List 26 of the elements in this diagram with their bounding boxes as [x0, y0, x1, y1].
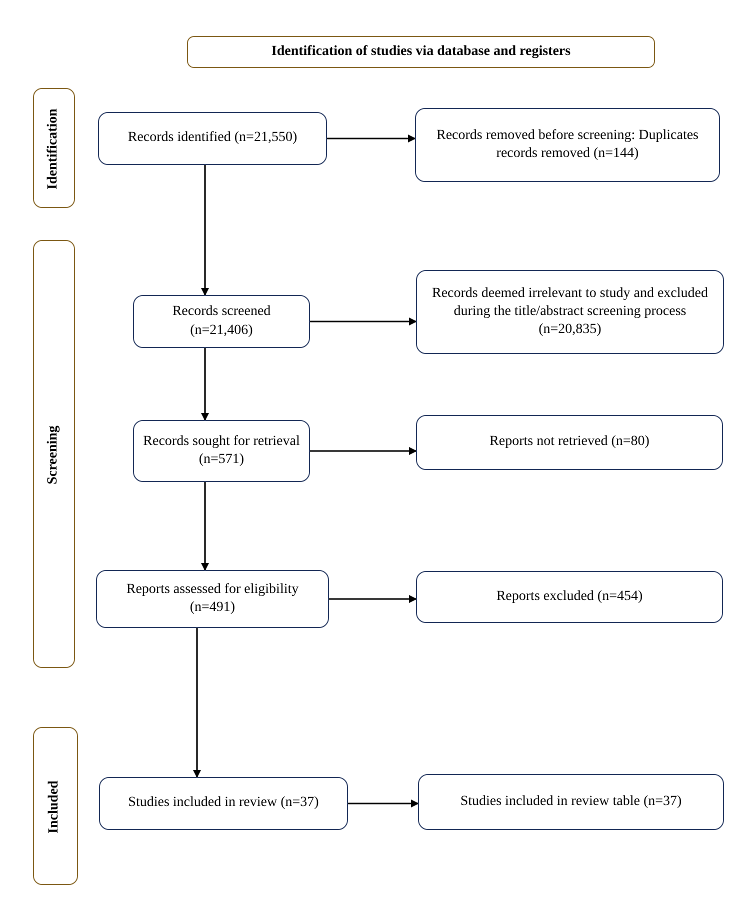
section-header-box: Identification of studies via database and registers	[187, 36, 655, 68]
process-box: Studies included in review table (n=37)	[418, 774, 724, 830]
arrow	[348, 800, 419, 808]
stage-label-band	[33, 88, 75, 208]
arrow	[201, 348, 209, 421]
process-box: Reports assessed for eligibility (n=491)	[96, 570, 329, 628]
process-box: Reports not retrieved (n=80)	[416, 415, 723, 470]
arrow	[310, 447, 417, 455]
process-box: Studies included in review (n=37)	[99, 777, 348, 830]
arrow	[327, 134, 416, 142]
process-box: Records removed before screening: Duplicates records removed (n=144)	[415, 108, 720, 182]
process-box: Reports excluded (n=454)	[416, 571, 723, 623]
process-box: Records sought for retrieval (n=571)	[133, 420, 310, 482]
arrow	[310, 318, 417, 326]
stage-label-band	[33, 727, 78, 885]
stage-label: Screening	[44, 426, 61, 484]
stage-label: Identification	[44, 108, 61, 190]
arrow	[201, 482, 209, 571]
stage-label: Included	[46, 780, 62, 834]
process-box: Records screened (n=21,406)	[133, 295, 310, 348]
process-box: Records deemed irrelevant to study and excluded during the title/abstract screening process (n=20,835)	[416, 270, 724, 354]
arrow	[193, 628, 201, 778]
arrow	[329, 595, 417, 603]
process-box: Records identified (n=21,550)	[98, 112, 327, 165]
arrow	[201, 165, 209, 296]
stage-label-band	[33, 240, 75, 668]
